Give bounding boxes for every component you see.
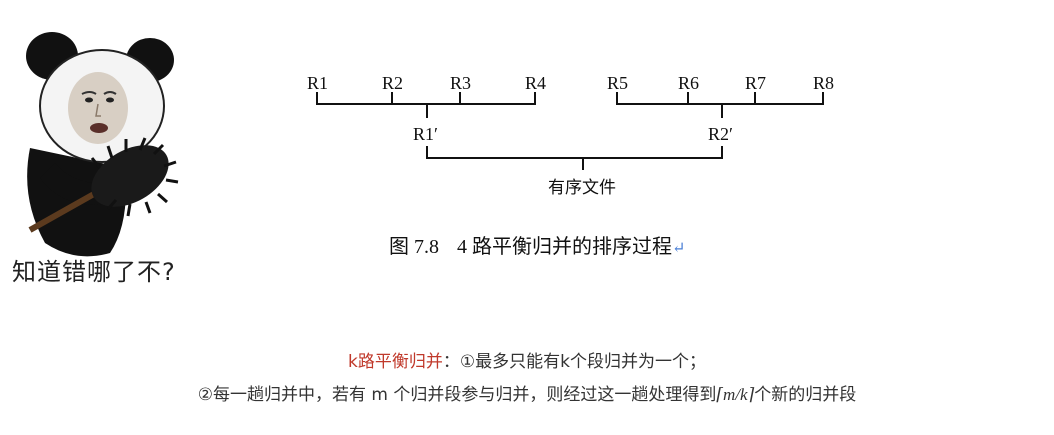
left-merge-bracket xyxy=(316,92,536,118)
leaf-label: R3 xyxy=(450,73,471,93)
leaf-label: R2 xyxy=(382,73,403,93)
note-line-2: ②每一趟归并中，若有 m 个归并段参与归并，则经过这一趟处理得到⌈m/k⌉个新的… xyxy=(0,380,1054,405)
root-label: 有序文件 xyxy=(548,178,616,198)
figure-caption-text: 4 路平衡归并的排序过程 xyxy=(457,236,672,258)
merged-label: R2′ xyxy=(708,124,733,144)
right-merge-bracket xyxy=(616,92,824,118)
leaf-label: R8 xyxy=(813,73,834,93)
note-line-1: k路平衡归并：①最多只能有k个段归并为一个； xyxy=(0,347,1054,372)
leaf-label: R1 xyxy=(307,73,328,93)
leaf-label: R6 xyxy=(678,73,699,93)
return-mark-icon: ↵ xyxy=(672,240,686,257)
leaf-label: R4 xyxy=(525,73,546,93)
figure-caption: 图 7.8 4 路平衡归并的排序过程↵ xyxy=(389,230,809,259)
ceil-formula: ⌈m/k⌉ xyxy=(716,385,755,404)
term-highlight: k路平衡归并 xyxy=(348,352,443,372)
merge-figure: R1 R2 R3 R4 R5 R6 R7 R8 R1′ R2′ xyxy=(295,62,840,262)
note-line-2-end: 个新的归并段 xyxy=(754,385,857,405)
note-line-1-text: ：①最多只能有k个段归并为一个； xyxy=(442,352,706,372)
meme-caption: 知道错哪了不? xyxy=(12,258,176,286)
figure-number: 图 7.8 xyxy=(389,236,439,258)
merge-tree-diagram: R1 R2 R3 R4 R5 R6 R7 R8 R1′ R2′ xyxy=(307,73,834,198)
root-merge-bracket xyxy=(426,146,723,170)
note-line-2-text: ②每一趟归并中，若有 m 个归并段参与归并，则经过这一趟处理得到 xyxy=(197,385,717,405)
panda-meme-image xyxy=(26,32,179,257)
leaf-label: R7 xyxy=(745,73,766,93)
leaf-label: R5 xyxy=(607,73,628,93)
merged-label: R1′ xyxy=(413,124,438,144)
